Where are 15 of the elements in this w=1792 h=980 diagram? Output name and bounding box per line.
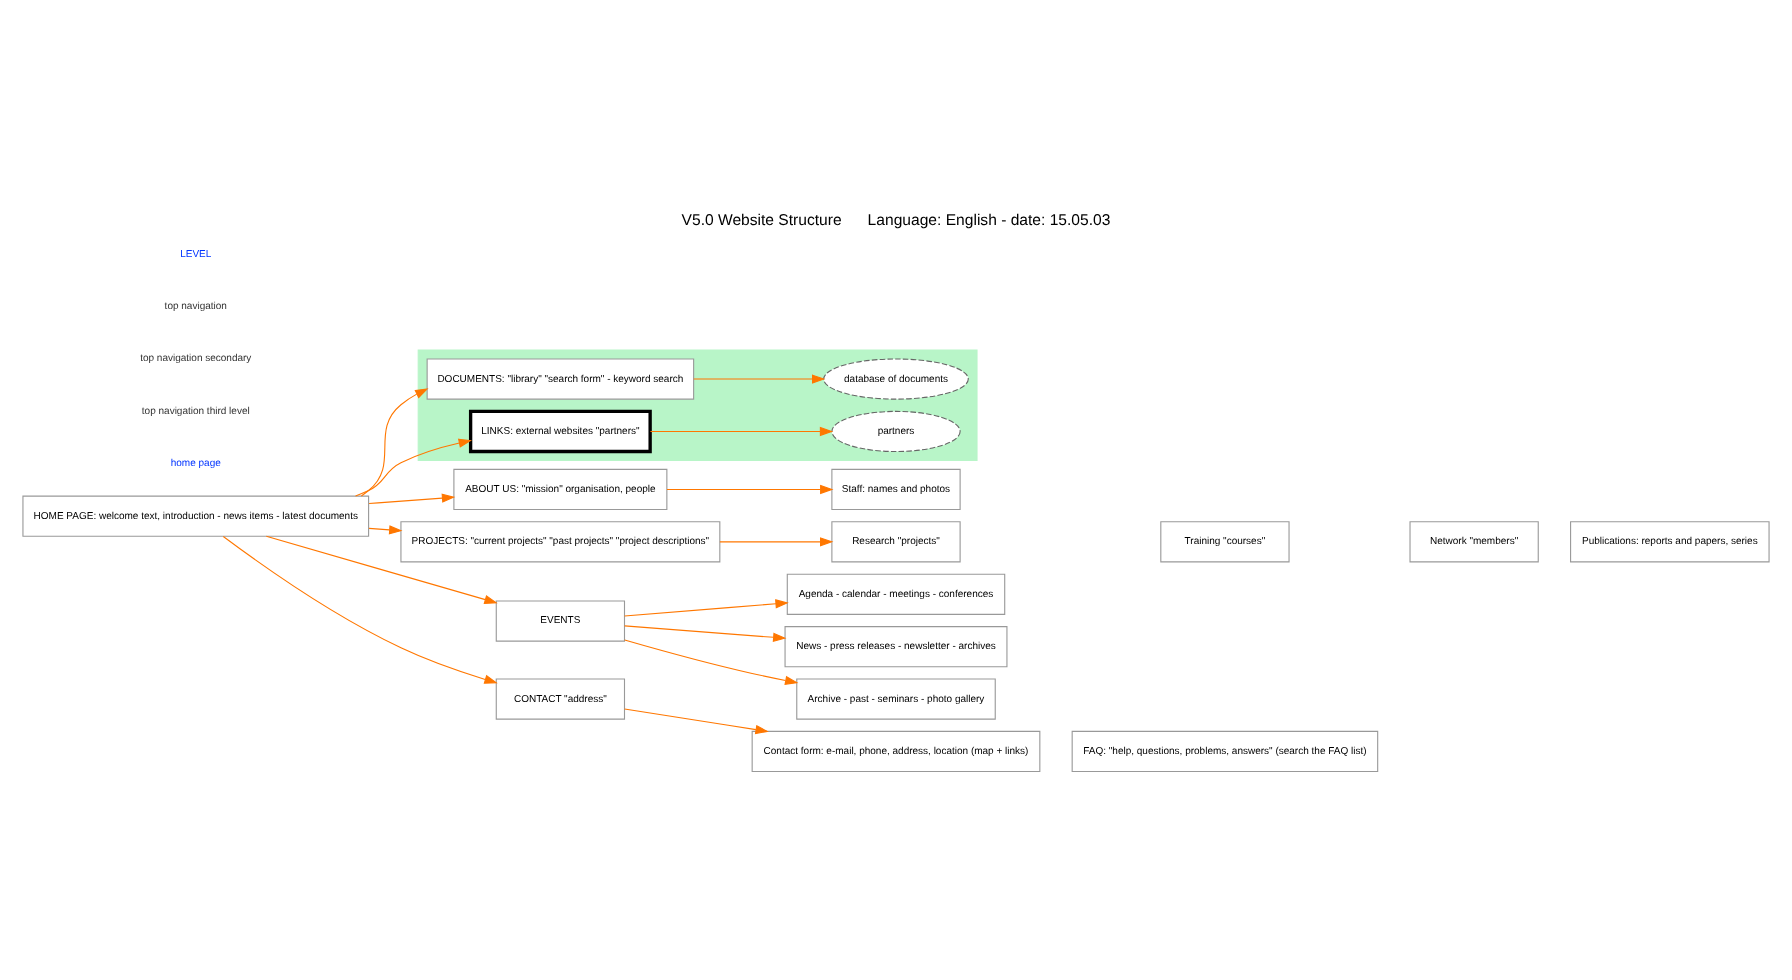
arrow (624, 639, 799, 685)
arrow (368, 493, 456, 505)
cluster (417, 349, 978, 461)
arrow (719, 537, 834, 547)
arrow (649, 426, 834, 437)
arrow (222, 535, 498, 684)
arrow (624, 599, 789, 617)
arrow (624, 625, 787, 642)
arrow (693, 374, 826, 384)
arrow (360, 388, 429, 497)
arrow (666, 484, 834, 495)
arrow (624, 708, 769, 735)
arrow (355, 438, 473, 497)
arrow (265, 535, 498, 604)
arrow (368, 525, 403, 535)
